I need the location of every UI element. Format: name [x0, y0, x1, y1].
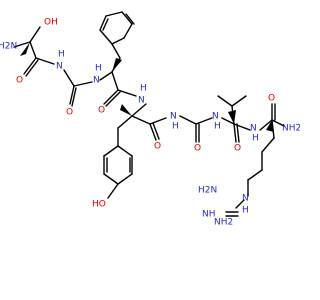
- serine-residue: [13, 26, 55, 77]
- atom-o-phe: O: [98, 106, 105, 116]
- arginine-residue: [225, 103, 285, 217]
- stereo-wedge-val: [228, 110, 236, 124]
- stereo-wedge-phe: [112, 58, 122, 72]
- atom-n-4: N: [170, 112, 177, 122]
- atom-h-1: H: [58, 50, 65, 60]
- atom-nh2-amide: NH2: [282, 124, 300, 134]
- atom-o-arg: O: [268, 94, 275, 104]
- phenylalanine-residue: [99, 11, 137, 107]
- peptide-structure: OH H2N O H N O H N O H N O H N O H N O H…: [0, 11, 300, 228]
- stereo-wedge-ser: [20, 42, 30, 56]
- atom-labels: OH H2N O H N O H N O H N O H N O H N O H…: [0, 18, 300, 228]
- glycine-residue-1: [63, 69, 93, 107]
- atom-o-tyr: O: [154, 142, 161, 152]
- atom-n-guan: N: [242, 194, 249, 204]
- atom-h2n-top: H2N: [0, 42, 17, 52]
- atom-o-val: O: [234, 144, 241, 154]
- atom-h-guan: H: [242, 206, 249, 216]
- atom-h-3: H: [140, 84, 147, 94]
- atom-nh-guan: NH: [202, 210, 216, 220]
- atom-h-2: H: [95, 64, 102, 74]
- stereo-wedge-tyr: [120, 104, 132, 116]
- atom-nh2-guan: NH2: [214, 218, 233, 228]
- atom-o-ser: O: [16, 76, 23, 86]
- atom-n-2: N: [93, 76, 100, 86]
- atom-n-5: N: [212, 112, 219, 122]
- atom-h-6: H: [252, 134, 259, 144]
- atom-oh-top: OH: [44, 18, 58, 28]
- atom-o-gly2: O: [194, 144, 201, 154]
- atom-h-4: H: [172, 122, 179, 132]
- atom-n-3: N: [138, 96, 145, 106]
- atom-h-5: H: [214, 122, 221, 132]
- atom-o-gly1: O: [66, 108, 73, 118]
- stereo-wedge-arg: [266, 120, 274, 132]
- tyrosine-residue: [103, 103, 167, 199]
- atom-h2n-guan: H2N: [198, 186, 217, 196]
- atom-ho-phenol: HO: [92, 200, 106, 210]
- atom-n-1: N: [56, 62, 63, 72]
- atom-n-6: N: [250, 124, 257, 134]
